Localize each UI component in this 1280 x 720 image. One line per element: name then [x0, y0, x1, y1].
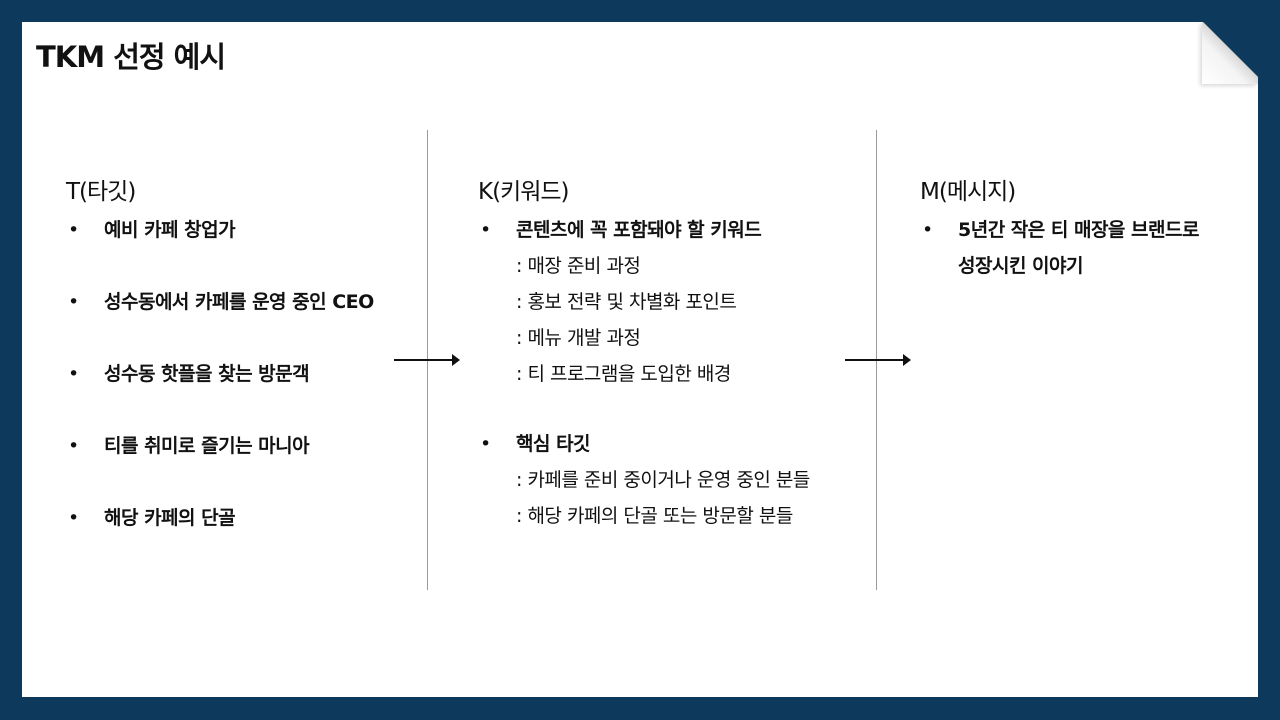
- keyword-section-label: 콘텐츠에 꼭 포함돼야 할 키워드: [478, 212, 868, 248]
- message-column: M(메시지) 5년간 작은 티 매장을 브랜드로 성장시킨 이야기: [920, 172, 1240, 284]
- message-list: 5년간 작은 티 매장을 브랜드로: [920, 212, 1240, 248]
- keyword-column: K(키워드) 콘텐츠에 꼭 포함돼야 할 키워드 : 매장 준비 과정 : 홍보…: [478, 172, 868, 534]
- message-heading: M(메시지): [920, 179, 1016, 205]
- target-item: 해당 카페의 단골: [66, 500, 416, 536]
- slide: TKM 선정 예시 T(타깃) 예비 카페 창업가 성수동에서 카페를 운영 중…: [22, 22, 1258, 697]
- target-item: 티를 취미로 즐기는 마니아: [66, 428, 416, 464]
- keyword-line: : 카페를 준비 중이거나 운영 중인 분들: [516, 469, 810, 491]
- target-item: 예비 카페 창업가: [66, 212, 416, 248]
- page-curl: [1202, 22, 1258, 84]
- target-list: 예비 카페 창업가 성수동에서 카페를 운영 중인 CEO 성수동 핫플을 찾는…: [66, 212, 416, 536]
- keyword-section-1: 콘텐츠에 꼭 포함돼야 할 키워드: [478, 212, 868, 248]
- keyword-line: : 매장 준비 과정: [516, 255, 641, 277]
- target-item: 성수동 핫플을 찾는 방문객: [66, 356, 416, 392]
- keyword-line: : 해당 카페의 단골 또는 방문할 분들: [516, 505, 793, 527]
- keyword-line: : 메뉴 개발 과정: [516, 327, 641, 349]
- keyword-line: : 티 프로그램을 도입한 배경: [516, 363, 731, 385]
- target-column: T(타깃) 예비 카페 창업가 성수동에서 카페를 운영 중인 CEO 성수동 …: [66, 172, 416, 572]
- arrow-right-icon: [394, 354, 460, 366]
- arrow-right-icon: [845, 354, 911, 366]
- message-line: 성장시킨 이야기: [958, 255, 1083, 277]
- keyword-section-label: 핵심 타깃: [478, 426, 868, 462]
- message-item: 5년간 작은 티 매장을 브랜드로: [920, 212, 1240, 248]
- keyword-line: : 홍보 전략 및 차별화 포인트: [516, 291, 737, 313]
- target-heading: T(타깃): [66, 179, 136, 205]
- keyword-heading: K(키워드): [478, 179, 570, 205]
- page-title: TKM 선정 예시: [36, 40, 226, 74]
- keyword-section-2: 핵심 타깃: [478, 426, 868, 462]
- target-item: 성수동에서 카페를 운영 중인 CEO: [66, 284, 416, 320]
- section-spacer: [478, 392, 868, 426]
